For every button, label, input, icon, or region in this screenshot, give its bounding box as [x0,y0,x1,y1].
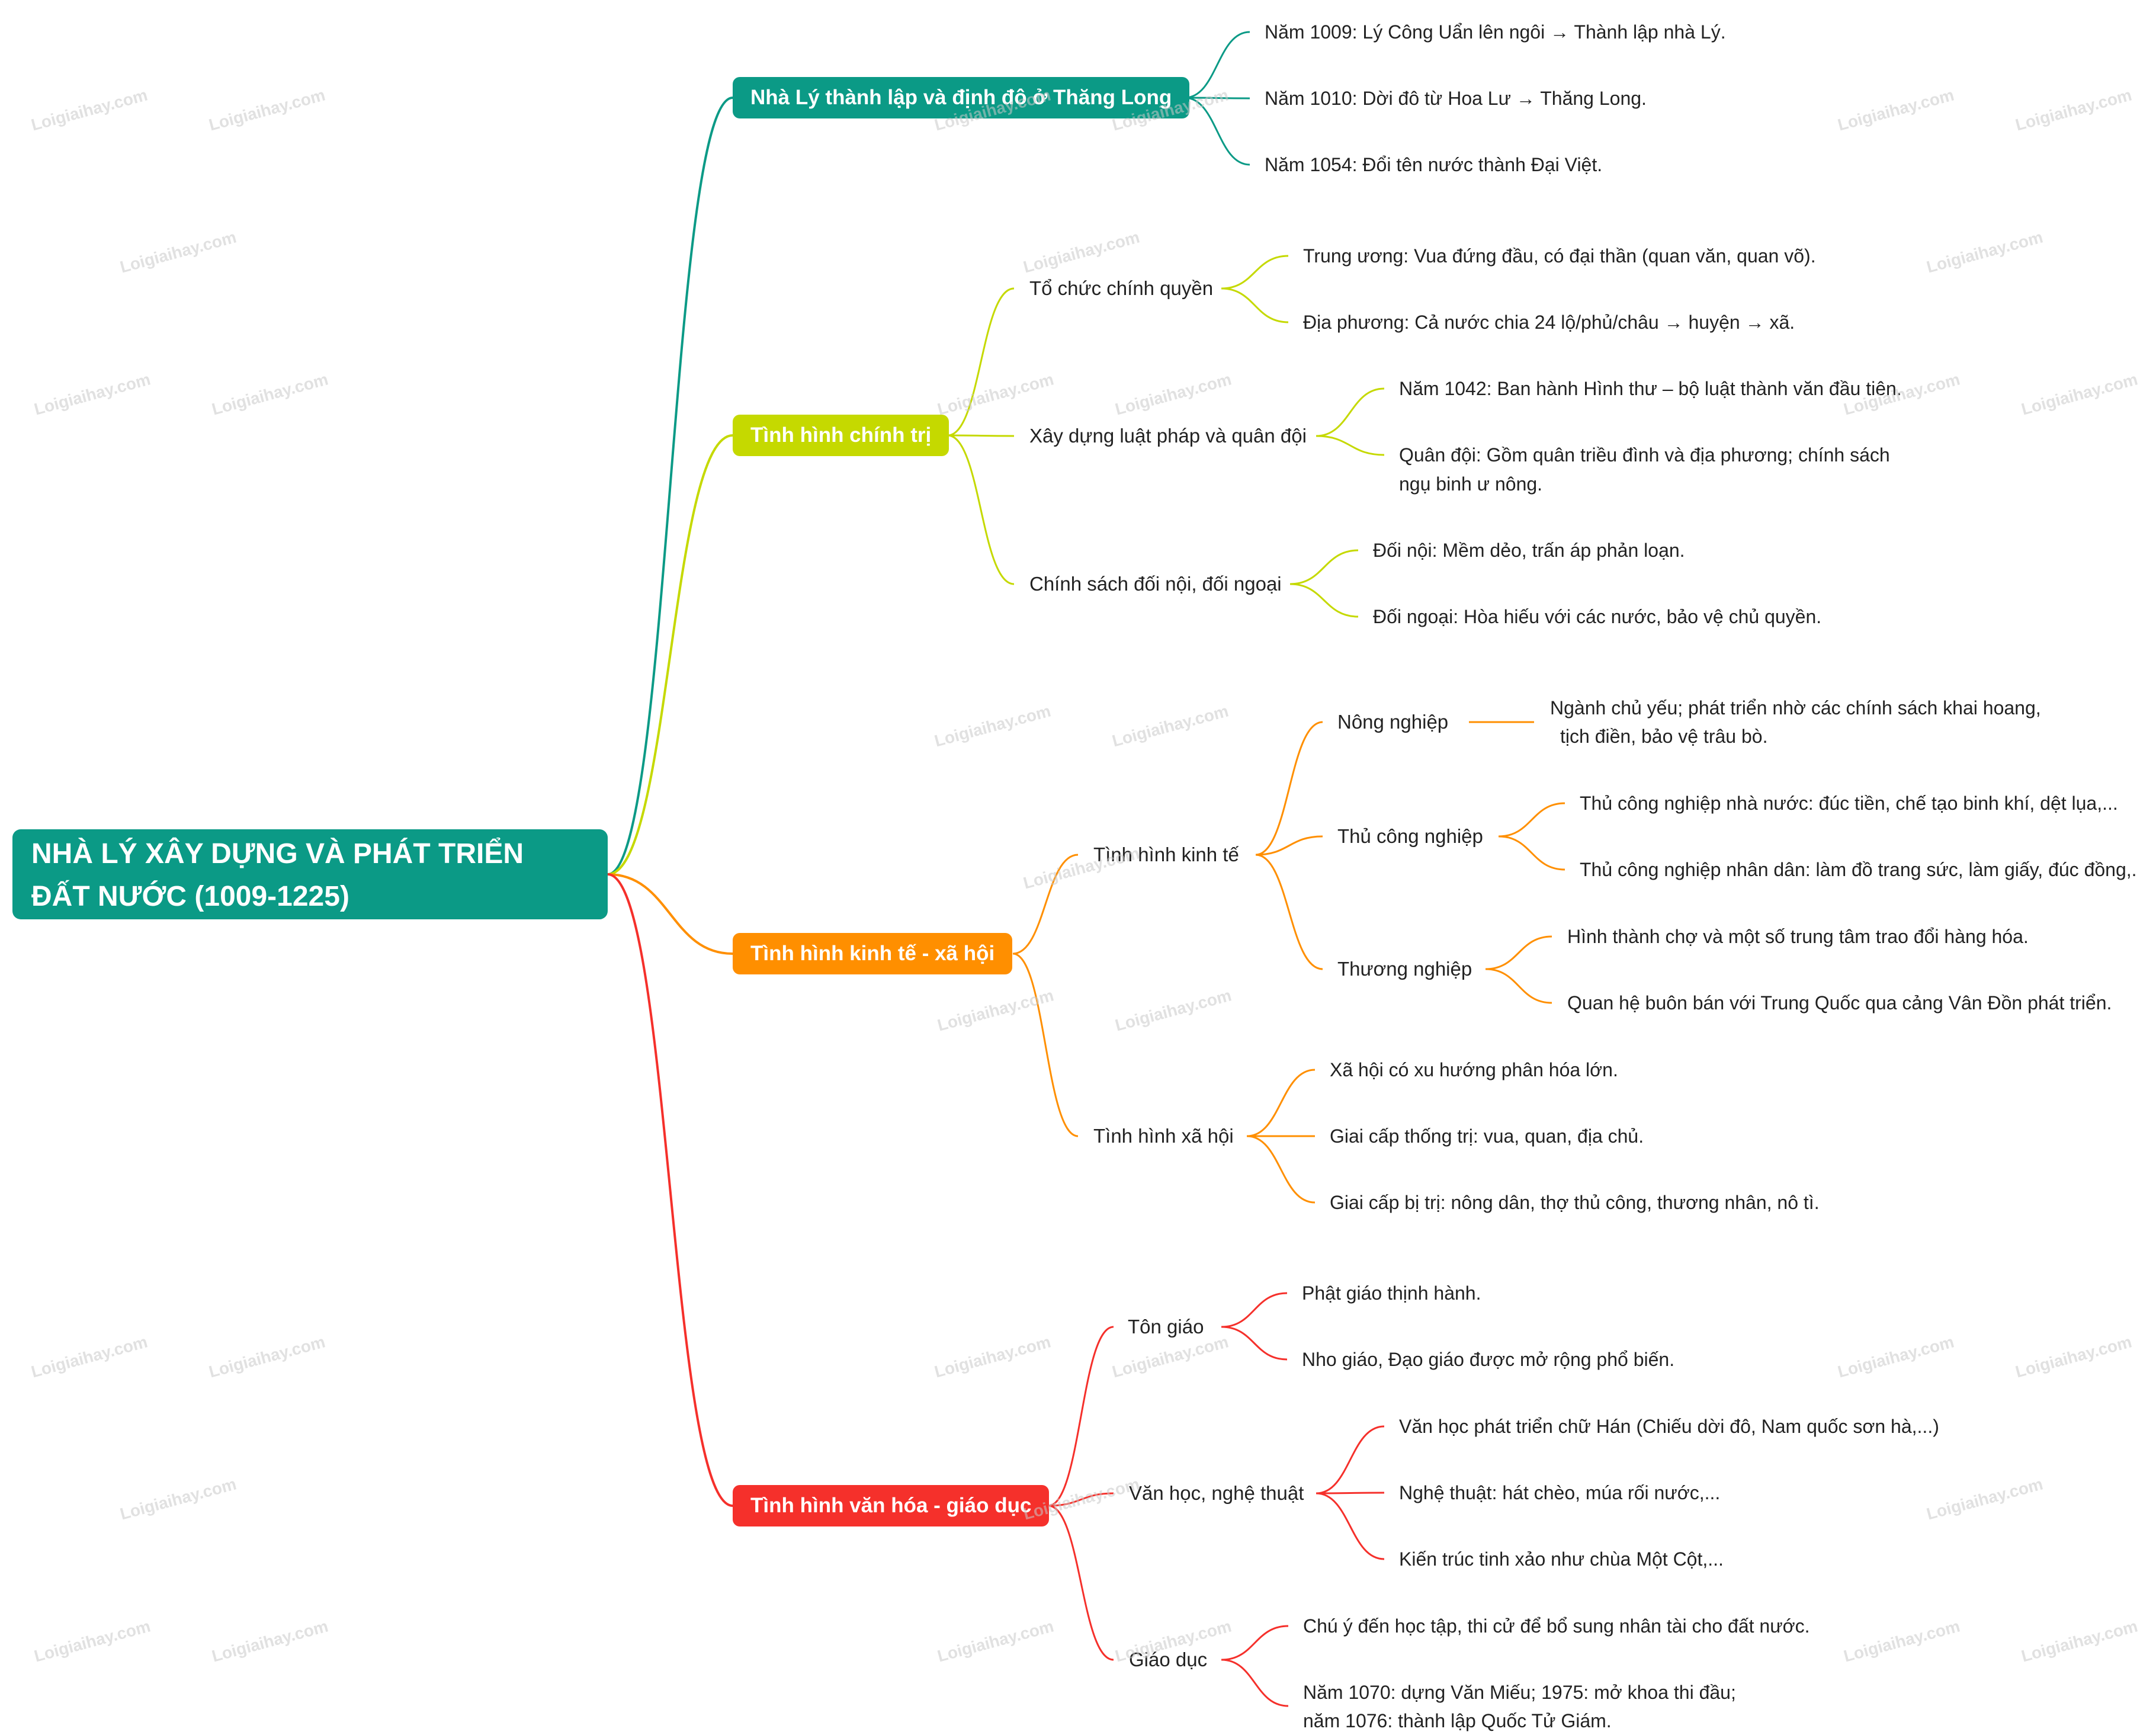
topic-to-leaf-line [1289,583,1359,618]
leaf-literature: Văn học phát triển chữ Hán (Chiếu dời đô… [1399,1416,1939,1437]
leaf-army-cont: ngụ binh ư nông. [1399,473,1543,495]
root-title-line-1: NHÀ LÝ XÂY DỰNG VÀ PHÁT TRIỂN [31,838,524,870]
leaf-markets: Hình thành chợ và một số trung tâm trao … [1567,926,2029,947]
topic-to-leaf-line [1221,1659,1289,1707]
topic-to-leaf-line [1289,549,1359,585]
root-to-branch-line [607,873,733,1507]
branch-politics[interactable]: Tình hình chính trị [733,415,949,456]
topic-to-leaf-line [1221,1292,1288,1328]
branch-economy-society[interactable]: Tình hình kinh tế - xã hội [733,933,1013,974]
branch-to-leaf-line [1184,97,1250,166]
leaf-1009: Năm 1009: Lý Công Uẩn lên ngôi → Thành l… [1265,21,1726,43]
topic-to-leaf-line [1221,1326,1288,1361]
root-to-branch-line [607,97,733,875]
branch-to-topic-line [1048,1326,1114,1507]
root-title-line-2: ĐẤT NƯỚC (1009-1225) [31,881,349,912]
branch-to-topic-line [1012,854,1079,955]
leaf-society-2: Giai cấp thống trị: vua, quan, địa chủ. [1330,1125,1644,1147]
leaf-society-1: Xã hội có xu hướng phân hóa lớn. [1330,1059,1618,1080]
branch-to-topic-line [1012,953,1079,1137]
leaf-education-2: Năm 1070: dựng Văn Miếu; 1975: mở khoa t… [1303,1682,1736,1703]
subtopic-to-leaf-line [1498,835,1565,871]
branch-to-topic-line [1048,1492,1114,1507]
branch-to-leaf-line [1184,31,1250,99]
subtopic-to-leaf-line [1485,935,1552,970]
topic-to-leaf-line [1316,387,1385,437]
leaf-education-3: năm 1076: thành lập Quốc Tử Giám. [1303,1710,1612,1731]
topic-education[interactable]: Giáo dục [1129,1649,1208,1670]
leaf-agriculture-1: Ngành chủ yếu; phát triển nhờ các chính … [1550,697,2041,719]
leaf-1010: Năm 1010: Dời đô từ Hoa Lư → Thăng Long. [1265,88,1647,109]
branch-to-topic-line [1048,1505,1114,1661]
branch-to-topic-line [947,434,1015,585]
topic-to-leaf-line [1221,255,1289,290]
leaf-local: Địa phương: Cả nước chia 24 lộ/phủ/châu … [1303,312,1795,333]
topic-to-leaf-line [1246,1069,1316,1137]
leaf-domestic: Đối nội: Mềm dẻo, trấn áp phản loạn. [1373,540,1685,561]
topic-to-subtopic-line [1255,854,1323,970]
topic-society[interactable]: Tình hình xã hội [1093,1125,1234,1147]
leaf-army: Quân đội: Gồm quân triều đình và địa phư… [1399,444,1890,466]
topic-to-subtopic-line [1255,835,1323,856]
leaf-central: Trung ương: Vua đứng đầu, có đại thần (q… [1303,245,1816,267]
topic-to-leaf-line [1316,1425,1385,1495]
branch-to-topic-line [947,287,1015,437]
subtopic-to-leaf-line [1485,968,1552,1004]
subtopic-agriculture[interactable]: Nông nghiệp [1337,711,1449,733]
leaf-handicraft-people: Thủ công nghiệp nhân dân: làm đồ trang s… [1580,859,2137,880]
topic-to-subtopic-line [1255,721,1323,856]
leaf-law-1042: Năm 1042: Ban hành Hình thư – bộ luật th… [1399,378,1902,399]
root-to-branch-line [607,873,733,955]
topic-to-leaf-line [1316,1492,1385,1560]
leaf-buddhism: Phật giáo thịnh hành. [1302,1282,1481,1304]
subtopic-to-leaf-line [1498,802,1565,838]
root-topic[interactable]: NHÀ LÝ XÂY DỰNG VÀ PHÁT TRIỂN ĐẤT NƯỚC (… [12,829,608,919]
topic-to-leaf-line [1221,1625,1289,1661]
topic-religion[interactable]: Tôn giáo [1128,1316,1204,1338]
leaf-agriculture-2: tịch điền, bảo vệ trâu bò. [1560,726,1768,747]
leaf-1054: Năm 1054: Đổi tên nước thành Đại Việt. [1265,154,1603,175]
subtopic-commerce[interactable]: Thương nghiệp [1337,958,1472,980]
leaf-van-don: Quan hệ buôn bán với Trung Quốc qua cảng… [1567,992,2112,1014]
leaf-art: Nghệ thuật: hát chèo, múa rối nước,... [1399,1482,1721,1503]
topic-to-leaf-line [1246,1135,1316,1204]
branch-culture-education[interactable]: Tình hình văn hóa - giáo dục [733,1485,1050,1526]
leaf-architecture: Kiến trúc tinh xảo như chùa Một Cột,... [1399,1548,1724,1570]
topic-to-leaf-line [1316,435,1385,456]
leaf-foreign: Đối ngoại: Hòa hiếu với các nước, bảo vệ… [1373,606,1822,627]
leaf-confucianism: Nho giáo, Đạo giáo được mở rộng phổ biến… [1302,1349,1675,1370]
topic-to-leaf-line [1221,287,1289,323]
topic-policy[interactable]: Chính sách đối nội, đối ngoại [1029,573,1282,595]
leaf-education-1: Chú ý đến học tập, thi cử để bổ sung nhâ… [1303,1615,1810,1637]
topic-government[interactable]: Tổ chức chính quyền [1029,277,1214,299]
branch-founding[interactable]: Nhà Lý thành lập và định đô ở Thăng Long [733,77,1190,118]
topic-economy[interactable]: Tình hình kinh tế [1093,844,1239,865]
branch-to-topic-line [947,434,1015,437]
root-to-branch-line [607,434,733,875]
topic-law-army[interactable]: Xây dựng luật pháp và quân đội [1029,425,1307,447]
topic-literature-art[interactable]: Văn học, nghệ thuật [1129,1482,1304,1504]
subtopic-handicraft[interactable]: Thủ công nghiệp [1337,825,1483,847]
leaf-society-3: Giai cấp bị trị: nông dân, thợ thủ công,… [1330,1192,1820,1213]
leaf-handicraft-state: Thủ công nghiệp nhà nước: đúc tiền, chế … [1580,793,2118,814]
